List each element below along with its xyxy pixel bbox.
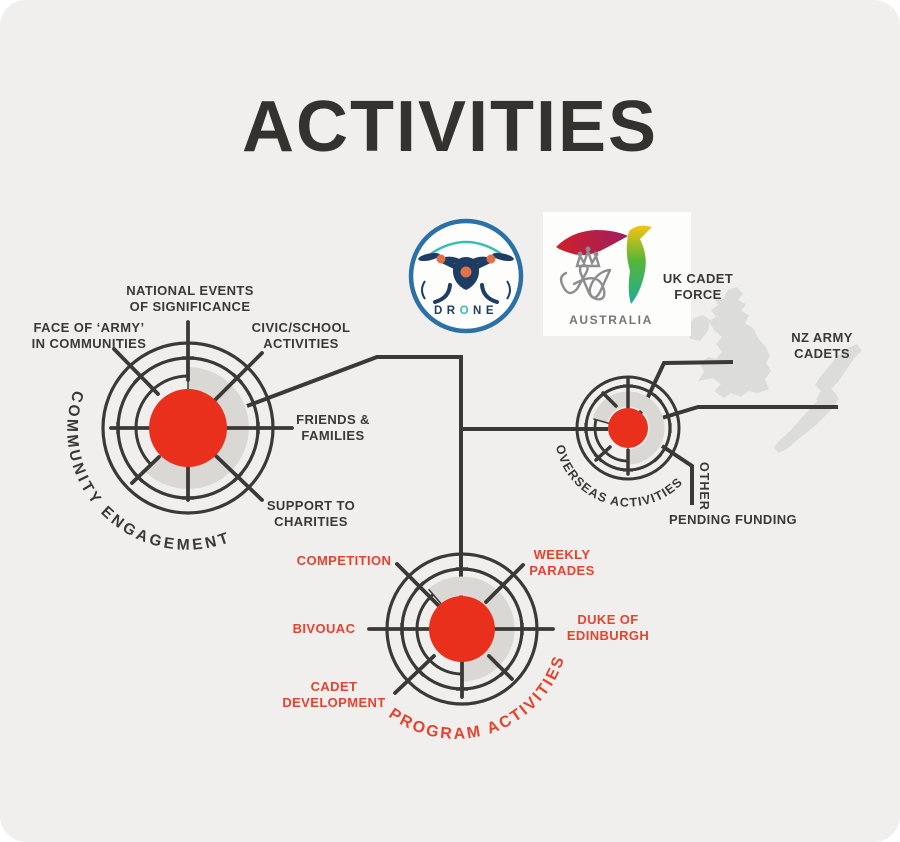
- label-bivouac: BIVOUAC: [292, 621, 356, 636]
- community-ring-ticks: [116, 356, 260, 500]
- label-face-of-army: FACE OF ‘ARMY’ IN COMMUNITIES: [31, 320, 147, 351]
- connector-overseas-to-uk: [638, 360, 734, 415]
- label-australia: AUSTRALIA: [569, 313, 653, 327]
- drone-wordmark: DRONE: [433, 305, 499, 317]
- ireland-shape: [687, 315, 710, 341]
- nz-north-island-shape: [815, 344, 862, 406]
- nz-south-island-shape: [774, 392, 839, 453]
- uk-map: [687, 287, 771, 398]
- overseas-progress-arc: [592, 391, 665, 465]
- label-weekly-parades: WEEKLY PARADES: [529, 547, 595, 578]
- program-arc-hand: [428, 588, 444, 607]
- connector-community-to-program: [246, 355, 463, 597]
- overseas-curved-title: OVERSEAS ACTIVITIES: [553, 443, 686, 510]
- other-label: OTHER: [697, 462, 711, 511]
- label-uk-cadet-force: UK CADET FORCE: [662, 271, 734, 302]
- community-core: [149, 389, 227, 467]
- label-competition: COMPETITION: [296, 553, 392, 568]
- overseas-core: [608, 408, 648, 448]
- program-progress-arc: [428, 576, 515, 682]
- label-civic-school: CIVIC/SCHOOL ACTIVITIES: [251, 320, 351, 351]
- program-core: [429, 596, 495, 662]
- community-progress-arc: [144, 367, 249, 489]
- label-pending-funding: PENDING FUNDING: [668, 512, 798, 527]
- label-nz-army-cadets: NZ ARMY CADETS: [791, 330, 853, 361]
- program-ring-ticks: [400, 567, 524, 691]
- overseas-hub: OVERSEAS ACTIVITIES OTHER: [553, 375, 711, 511]
- program-hub: PROGRAM ACTIVITIES: [367, 552, 566, 743]
- label-duke-of-edinburgh: DUKE OF EDINBURGH: [566, 612, 650, 643]
- great-britain-shape: [698, 287, 771, 398]
- drone-icon: [418, 252, 514, 304]
- label-cadet-development: CADET DEVELOPMENT: [282, 679, 386, 710]
- page-title: ACTIVITIES: [241, 87, 659, 167]
- overseas-ring-ticks: [584, 384, 672, 472]
- label-friends-families: FRIENDS & FAMILIES: [296, 412, 370, 443]
- duke-monogram: [559, 246, 612, 301]
- overseas-arc-hand: [593, 418, 610, 425]
- label-support-charities: SUPPORT TO CHARITIES: [266, 498, 356, 529]
- duke-bird-shape: [626, 225, 652, 304]
- label-national-events: NATIONAL EVENTS OF SIGNIFICANCE: [126, 283, 254, 314]
- community-hub: COMMUNITY ENGAGEMENT: [63, 320, 294, 554]
- drone-logo: [408, 218, 524, 334]
- duke-swoosh-shape: [556, 230, 628, 256]
- duke-of-edinburgh-logo: [543, 212, 691, 336]
- drone-signal-arc-icon: [430, 240, 502, 255]
